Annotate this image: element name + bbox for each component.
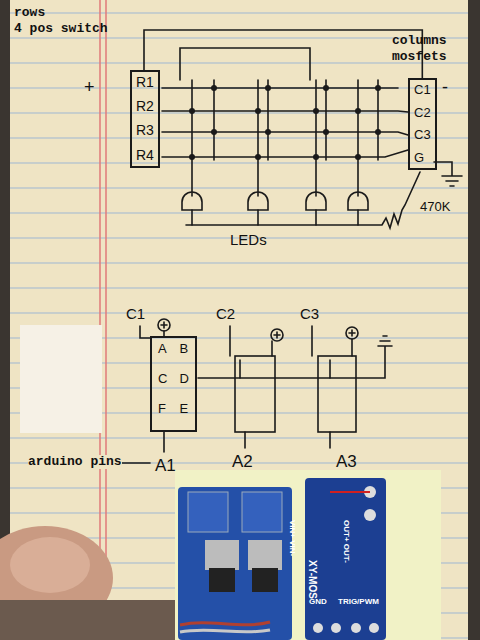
pin-label: F [158, 402, 167, 426]
wire [271, 341, 273, 356]
wire [162, 150, 408, 157]
led-symbol [348, 192, 368, 210]
ruled-line [10, 113, 468, 114]
leader-line [118, 462, 150, 464]
margin-line [105, 0, 107, 640]
resistor-symbol [186, 172, 420, 228]
led-symbol [248, 192, 268, 210]
schematic-wires [118, 48, 462, 463]
wire [162, 111, 408, 112]
pin-label: A [158, 342, 167, 366]
note-label: columns [392, 34, 447, 48]
pin-label: C1 [414, 83, 431, 97]
mosfet-board-photo [178, 487, 292, 640]
wire [180, 48, 310, 80]
note-label: C1 [126, 306, 145, 323]
wire [162, 132, 408, 135]
rows-switch-box: R1R2R3R4 [130, 70, 160, 168]
mosfet-module-box: ABCDFE [150, 336, 197, 432]
note-label: 4 pos switch [14, 22, 108, 36]
ruled-line [10, 263, 468, 264]
wire [164, 432, 330, 452]
ruled-line [10, 163, 468, 164]
note-label: A2 [232, 453, 253, 472]
wire [229, 326, 231, 356]
pin-label: B [179, 342, 188, 366]
ruled-line [10, 88, 468, 89]
wire [191, 80, 193, 196]
ground-wire [198, 336, 392, 378]
led-symbol [306, 192, 326, 210]
note-label: C2 [216, 306, 235, 323]
plus-terminal [274, 332, 280, 338]
plus-terminal [158, 319, 170, 331]
board-print: VIN+ VIN- [287, 520, 296, 556]
plus-terminal [161, 322, 167, 328]
note-label: 470K [420, 200, 450, 214]
pin-label: R3 [136, 123, 154, 138]
pin-label: E [179, 402, 188, 426]
ruled-line [10, 213, 468, 214]
mosfet-columns-box: C1C2C3G [408, 78, 437, 170]
pin-label: R2 [136, 99, 154, 114]
photo-inset [175, 470, 441, 640]
wire [267, 80, 269, 160]
wire [240, 360, 330, 378]
note-label: rows [14, 6, 45, 20]
mosfet-module-box [318, 356, 356, 432]
board-print: TRIG/PWM [338, 598, 379, 607]
wire [325, 80, 327, 160]
wire [192, 210, 358, 225]
pin-label: R4 [136, 148, 154, 163]
thumb-photo [0, 526, 175, 640]
top-loop-wire [144, 30, 422, 78]
wire [162, 87, 398, 89]
wire [377, 80, 379, 160]
note-label: arduino pins [28, 455, 122, 469]
note-label: C3 [300, 306, 319, 323]
wire [213, 80, 215, 160]
note-label: A1 [155, 457, 176, 476]
pin-label: D [179, 372, 188, 396]
ground-symbol [434, 162, 462, 186]
ruled-line [10, 188, 468, 189]
note-label: mosfets [392, 50, 447, 64]
wire [315, 80, 317, 196]
junction-dots [189, 85, 381, 160]
plus-terminal [349, 330, 355, 336]
plus-terminal [346, 327, 358, 339]
wire [140, 326, 150, 338]
board-print: OUT+ OUT- [341, 520, 350, 563]
note-label: LEDs [230, 232, 267, 249]
xy-mos-board-photo [305, 478, 386, 640]
board-print: GND [309, 598, 327, 607]
wire [357, 80, 359, 196]
ruled-line [10, 438, 468, 439]
note-label: - [442, 78, 448, 98]
note-label: + [84, 78, 95, 98]
pin-label: C [158, 372, 167, 396]
pin-label: C2 [414, 106, 431, 120]
plus-terminal [271, 329, 283, 341]
wire [351, 339, 353, 356]
led-symbol [182, 192, 202, 210]
ruled-line [10, 138, 468, 139]
blank-patch [20, 325, 102, 433]
note-label: A3 [336, 453, 357, 472]
pin-label: R1 [136, 75, 154, 90]
wire [311, 326, 313, 356]
pin-label: C3 [414, 128, 431, 142]
ruled-line [10, 288, 468, 289]
margin-line [99, 0, 101, 640]
mosfet-module-box [235, 356, 275, 432]
ruled-line [10, 313, 468, 314]
pin-label: G [414, 151, 431, 165]
ruled-line [10, 13, 468, 14]
wire [257, 80, 259, 196]
board-print: XY-MOS [307, 560, 318, 599]
